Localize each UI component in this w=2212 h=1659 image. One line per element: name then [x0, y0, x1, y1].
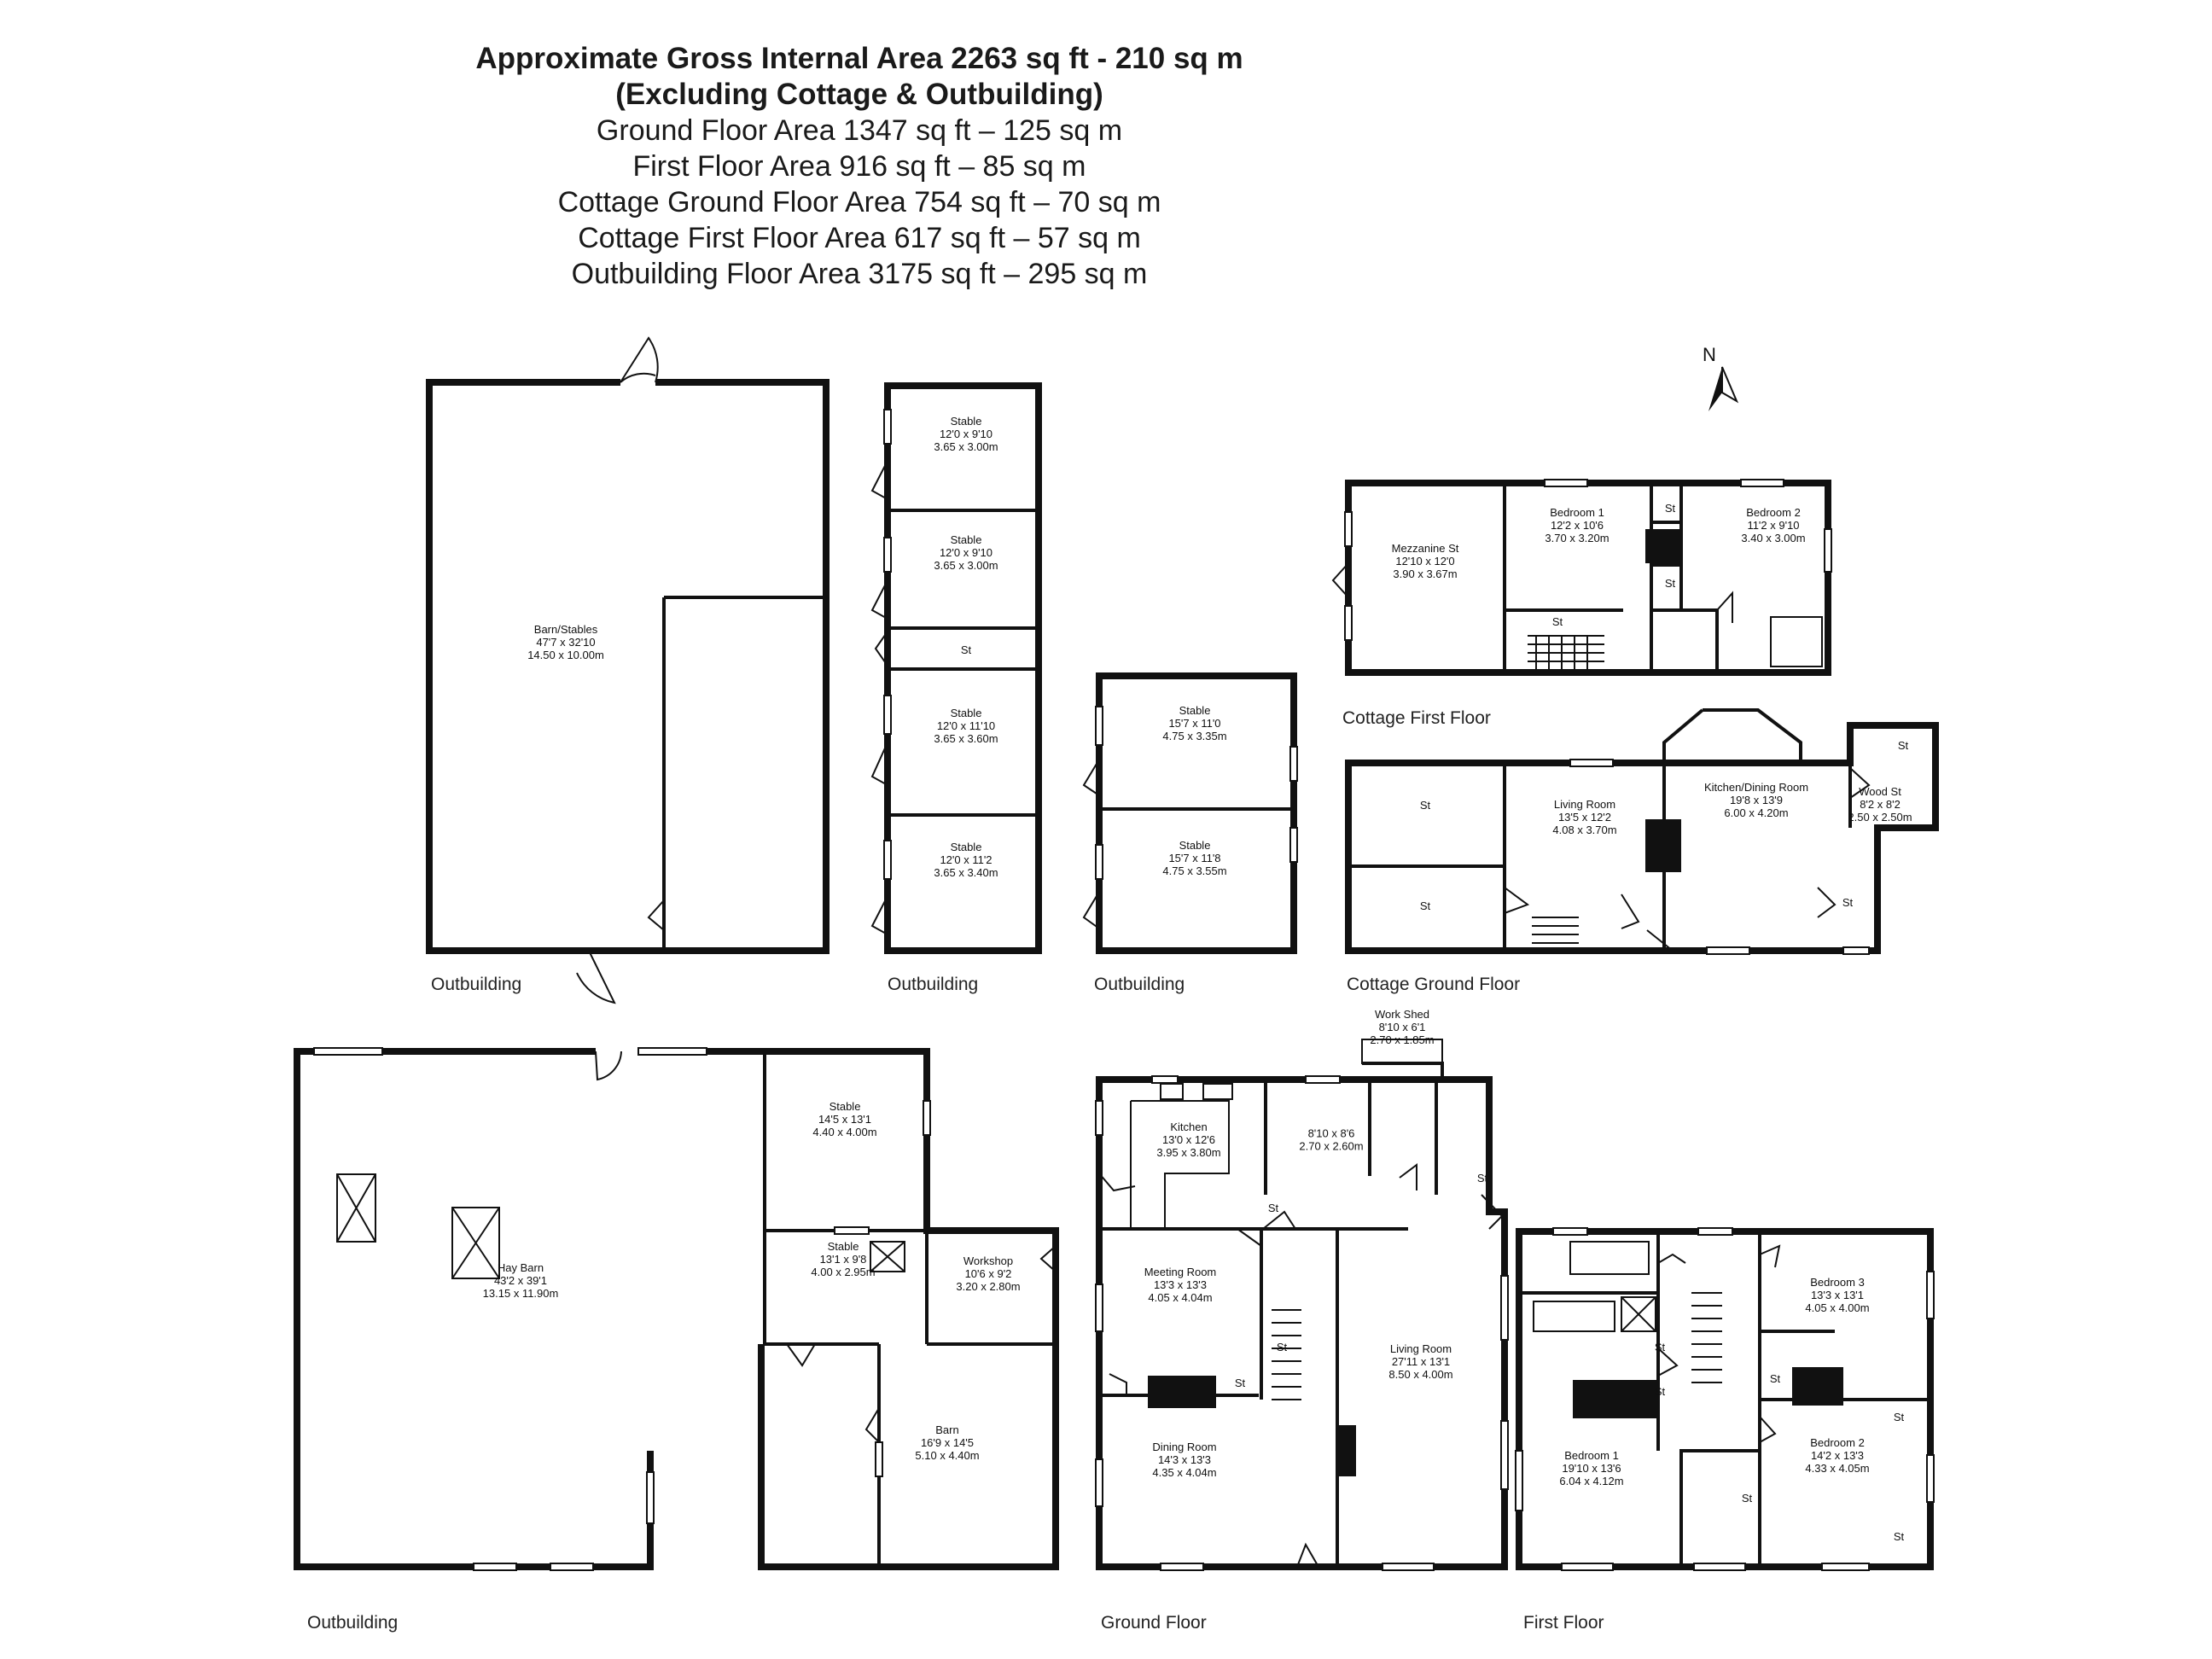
- outbuilding-barn-stables: [426, 336, 830, 1004]
- cottage-ground-floor-plan: [1345, 708, 1939, 955]
- cottage-first-floor-area: Cottage First Floor Area 617 sq ft – 57 …: [578, 222, 1141, 254]
- room-label-cg-st4: St: [1842, 896, 1854, 909]
- outbuilding-stable-block: [870, 382, 1042, 954]
- room-label-ff-st2: St: [1655, 1385, 1666, 1398]
- house-ground-floor-plan: [1095, 1039, 1509, 1571]
- label-outbuilding-hay-barn: Outbuilding: [307, 1613, 398, 1633]
- cottage-first-floor-plan: [1331, 479, 1832, 676]
- room-label-cf-st3: St: [1552, 615, 1563, 628]
- area-summary: Approximate Gross Internal Area 2263 sq …: [0, 41, 1719, 292]
- label-outbuilding-stables: Outbuilding: [888, 975, 978, 994]
- gross-area-title: Approximate Gross Internal Area 2263 sq …: [475, 42, 1243, 75]
- room-label-cg-st3: St: [1898, 739, 1909, 752]
- outbuilding-hay-barn-plan: [294, 1047, 1059, 1571]
- room-label-gf-st3: St: [1277, 1341, 1288, 1353]
- room-label-cg-st2: St: [1420, 899, 1431, 912]
- ground-floor-area: Ground Floor Area 1347 sq ft – 125 sq m: [596, 114, 1123, 147]
- outbuilding-stable-pair: [1082, 672, 1298, 954]
- north-label: N: [1703, 344, 1716, 365]
- room-label-ff-st5: St: [1894, 1411, 1905, 1423]
- room-label-stable-store: St: [961, 643, 972, 656]
- cottage-ground-floor-area: Cottage Ground Floor Area 754 sq ft – 70…: [557, 186, 1161, 218]
- room-label-ff-st6: St: [1894, 1530, 1905, 1543]
- label-outbuilding-barn: Outbuilding: [431, 975, 521, 994]
- label-first-floor: First Floor: [1523, 1613, 1604, 1633]
- label-cottage-first-floor: Cottage First Floor: [1342, 708, 1491, 728]
- room-label-cf-st2: St: [1665, 577, 1676, 590]
- room-label-ff-st3: St: [1770, 1372, 1781, 1385]
- excluding-note: (Excluding Cottage & Outbuilding): [615, 78, 1103, 111]
- outbuilding-floor-area: Outbuilding Floor Area 3175 sq ft – 295 …: [571, 258, 1148, 290]
- room-label-ff-st4: St: [1742, 1492, 1753, 1505]
- room-label-gf-st4: St: [1235, 1377, 1246, 1389]
- room-label-cg-st1: St: [1420, 799, 1431, 812]
- north-arrow-icon: N: [1703, 344, 1739, 411]
- room-label-cf-st1: St: [1665, 502, 1676, 515]
- house-first-floor-plan: [1515, 1227, 1935, 1571]
- label-ground-floor: Ground Floor: [1101, 1613, 1207, 1633]
- room-label-ff-st1: St: [1655, 1341, 1666, 1353]
- room-label-gf-st1: St: [1477, 1172, 1488, 1185]
- first-floor-area: First Floor Area 916 sq ft – 85 sq m: [632, 150, 1086, 183]
- label-outbuilding-stables-2: Outbuilding: [1094, 975, 1185, 994]
- room-label-gf-st2: St: [1268, 1202, 1279, 1214]
- label-cottage-ground-floor: Cottage Ground Floor: [1347, 975, 1520, 994]
